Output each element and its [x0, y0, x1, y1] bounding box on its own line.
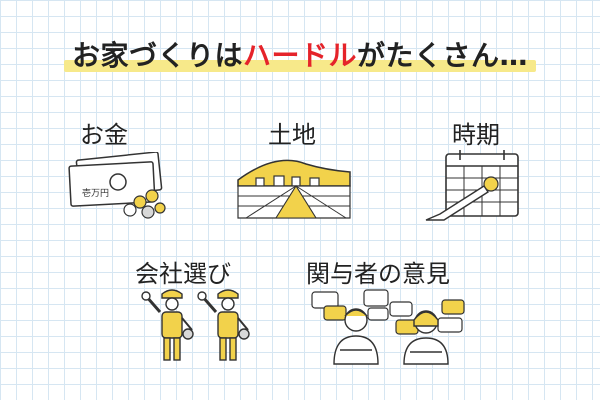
- headline-before: お家づくりは: [71, 39, 243, 72]
- construction-workers-icon: [141, 289, 250, 361]
- topic-label-land: 土地: [268, 121, 316, 149]
- money-icon: 壱万円: [68, 152, 166, 219]
- banknote-text: 壱万円: [82, 187, 109, 199]
- people-opinions-icon: [311, 289, 465, 365]
- topic-label-company-selection: 会社選び: [135, 260, 231, 288]
- land-icon: [237, 159, 351, 219]
- headline-after: がたくさん…: [357, 39, 529, 72]
- calendar-icon: [425, 150, 519, 221]
- topic-label-timing: 時期: [452, 121, 500, 149]
- headline-accent: ハードル: [242, 39, 357, 72]
- topic-label-money: お金: [80, 121, 128, 149]
- headline: お家づくりはハードルがたくさん…: [0, 34, 600, 74]
- topic-label-stakeholder-opinions: 関与者の意見: [306, 260, 450, 288]
- headline-text: お家づくりはハードルがたくさん…: [63, 34, 537, 74]
